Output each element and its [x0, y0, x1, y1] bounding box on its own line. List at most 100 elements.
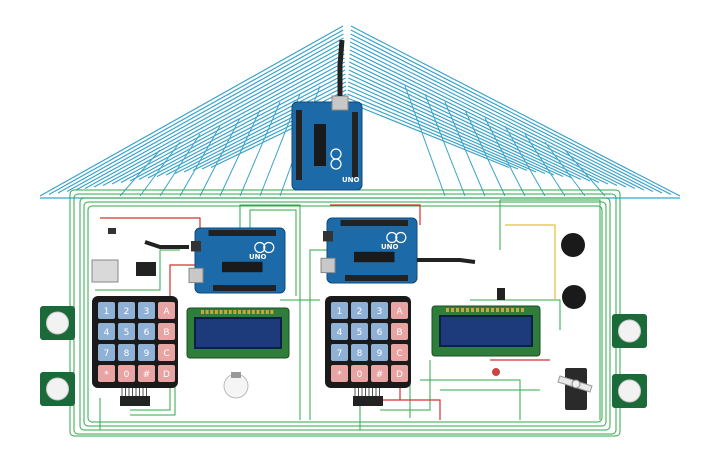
lcd-pin [228, 310, 232, 314]
lcd-pin [521, 308, 524, 312]
keypad-key [331, 323, 348, 340]
keypad-key-label: 7 [104, 349, 110, 359]
keypad-key [138, 365, 155, 382]
keypad-key-label: 5 [357, 328, 363, 338]
green-wire [239, 204, 301, 301]
keypad-key-label: 3 [377, 307, 383, 317]
frame-wire [87, 205, 603, 423]
ic-module [136, 262, 156, 276]
arduino-brand: UNO [342, 176, 360, 184]
keypad-key-label: 2 [124, 307, 130, 317]
frame-wire [83, 201, 607, 427]
keypad-key [158, 302, 175, 319]
sensor-small [108, 228, 116, 234]
keypad-key [118, 365, 135, 382]
keypad-key [351, 365, 368, 382]
roof-wire-line [93, 49, 627, 188]
lcd-pin [496, 308, 499, 312]
green-wire [380, 360, 431, 411]
keypad-key [371, 344, 388, 361]
keypad-key [371, 302, 388, 319]
roof-wire-line [57, 33, 663, 194]
lcd-pin [481, 308, 484, 312]
servo-hub [571, 379, 581, 389]
lcd-pin [242, 310, 246, 314]
buzzer [561, 233, 585, 257]
keypad-key-label: # [376, 370, 384, 380]
lcd-pin [247, 310, 251, 314]
keypad-key [98, 302, 115, 319]
lcd-pin [476, 308, 479, 312]
keypad-key [138, 302, 155, 319]
keypad-key [391, 365, 408, 382]
lcd-pin [251, 310, 255, 314]
roof-wire-line [139, 141, 181, 197]
arduino-header-left [296, 110, 302, 180]
lcd-pin [461, 308, 464, 312]
roof-wire-line [66, 37, 654, 193]
keypad-key [331, 302, 348, 319]
roof-wire-line [159, 133, 201, 197]
power-jack [191, 241, 201, 252]
keypad-key [98, 365, 115, 382]
lcd-pin [214, 310, 218, 314]
pir-dome [618, 319, 641, 343]
roof-wire-line [48, 29, 672, 196]
arduino-header-bottom [345, 275, 408, 281]
keypad-key-label: 1 [337, 307, 343, 317]
roof-wire-line [464, 109, 506, 197]
arduino-brand: UNO [249, 253, 267, 261]
keypad-key-label: # [143, 370, 151, 380]
keypad-key-label: 5 [124, 328, 130, 338]
arduino-logo [263, 241, 275, 254]
keypad-body [325, 296, 411, 388]
power-jack [323, 231, 333, 242]
roof-wire-line [504, 125, 546, 197]
lcd-pin [451, 308, 454, 312]
lcd-pin [219, 310, 223, 314]
usb-cable [337, 39, 345, 96]
pushbutton [497, 288, 505, 300]
keypad-connector [353, 396, 383, 406]
keypad-key [371, 365, 388, 382]
arduino-logo [254, 241, 266, 254]
arduino-chip [222, 261, 263, 273]
keypad-key-label: 8 [124, 349, 130, 359]
keypad-key [118, 344, 135, 361]
keypad-key-label: B [163, 328, 169, 338]
keypad-key [158, 323, 175, 340]
keypad-key [138, 344, 155, 361]
arduino-board [326, 217, 418, 284]
lcd-pin [224, 310, 228, 314]
lcd-pin [233, 310, 237, 314]
keypad-key-label: A [396, 307, 403, 317]
arduino-header-top [340, 220, 408, 226]
keypad-key [98, 323, 115, 340]
keypad-key-label: 4 [104, 328, 110, 338]
green-wire [499, 199, 601, 420]
usb-port [188, 267, 204, 284]
arduino-board [194, 227, 286, 294]
keypad-key-label: 1 [104, 307, 110, 317]
roof-wire-line [524, 133, 566, 197]
pir-dome [618, 379, 641, 403]
keypad-key [351, 323, 368, 340]
keypad-key [158, 344, 175, 361]
usb-cable [417, 258, 476, 264]
arduino-right[interactable]: UNO [320, 217, 418, 284]
keypad-key [371, 323, 388, 340]
lcd-pin [238, 310, 241, 314]
arduino-top[interactable]: UNO [291, 95, 363, 191]
arduino-left[interactable]: UNO [188, 227, 286, 294]
lcd-screen [194, 317, 282, 349]
keypad-key-label: C [163, 349, 169, 359]
usb-cable [144, 240, 189, 249]
keypad-key [118, 323, 135, 340]
led [492, 368, 500, 376]
lcd-pin [265, 310, 269, 314]
green-wire [95, 249, 180, 291]
arduino-logo [330, 158, 342, 170]
